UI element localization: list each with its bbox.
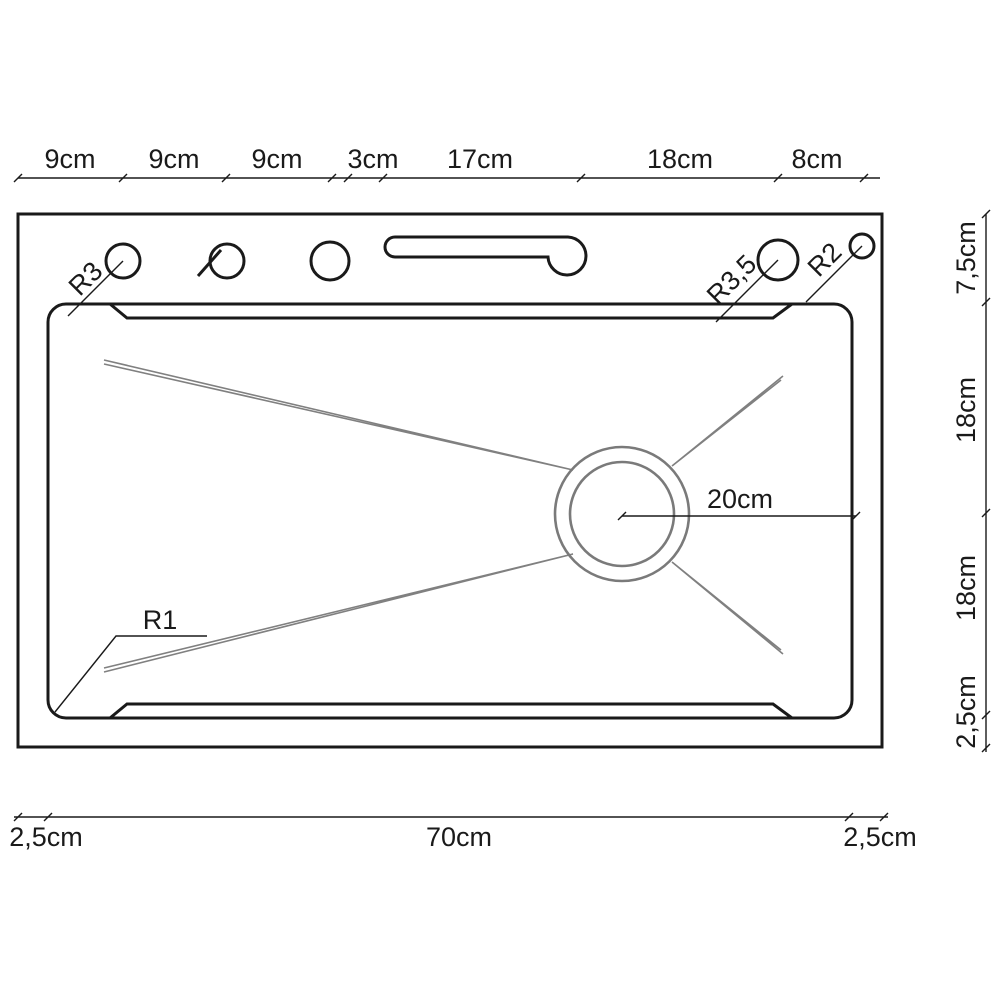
hole-2-mark [196, 249, 223, 277]
top-dimension-chain: 9cm 9cm 9cm 3cm 17cm 18cm 8cm [13, 144, 880, 183]
dim-top-2: 9cm [148, 144, 199, 174]
drain-dim-tick-right [851, 511, 861, 521]
bottom-dimension-chain: 2,5cm 70cm 2,5cm [9, 812, 917, 852]
r2-leader [805, 245, 863, 303]
r3-leader [67, 260, 124, 317]
drain-dim-tick-left [617, 511, 627, 521]
dim-top-1: 9cm [44, 144, 95, 174]
label-r3: R3 [63, 256, 109, 302]
right-dimension-ticks [981, 209, 991, 753]
bottom-dimension-ticks [13, 812, 889, 822]
sink-outer-outline [16, 212, 884, 749]
drain-outer-ring [553, 445, 691, 583]
right-dimension-chain: 7,5cm 18cm 18cm 2,5cm [951, 209, 991, 753]
label-r2: R2 [802, 237, 848, 283]
dim-top-4: 3cm [347, 144, 398, 174]
drain-inner-ring [568, 460, 676, 568]
dim-bottom-1: 2,5cm [9, 822, 83, 852]
faucet-hole-3 [309, 240, 351, 282]
label-r35: R3,5 [701, 249, 763, 311]
dim-top-6: 18cm [647, 144, 713, 174]
r1-leader [54, 635, 207, 713]
dim-top-5: 17cm [447, 144, 513, 174]
upper-ledge [109, 302, 793, 320]
faucet-hole-2 [208, 242, 246, 280]
small-hole [848, 232, 876, 260]
dim-right-2: 18cm [951, 377, 981, 443]
dim-top-3: 9cm [251, 144, 302, 174]
dim-right-4: 2,5cm [951, 675, 981, 749]
dim-right-1: 7,5cm [951, 221, 981, 295]
overflow-slot [383, 235, 588, 277]
dim-bottom-3: 2,5cm [843, 822, 917, 852]
label-drain-distance: 20cm [707, 484, 773, 514]
r35-leader [715, 259, 779, 323]
dim-right-3: 18cm [951, 555, 981, 621]
sink-basin-outline [46, 302, 854, 720]
lower-ledge [109, 702, 793, 720]
dim-bottom-2: 70cm [426, 822, 492, 852]
dim-top-7: 8cm [791, 144, 842, 174]
faucet-hole-1 [104, 242, 142, 280]
label-r1: R1 [143, 605, 178, 635]
accessory-hole [756, 238, 800, 282]
top-dimension-ticks [13, 173, 869, 183]
